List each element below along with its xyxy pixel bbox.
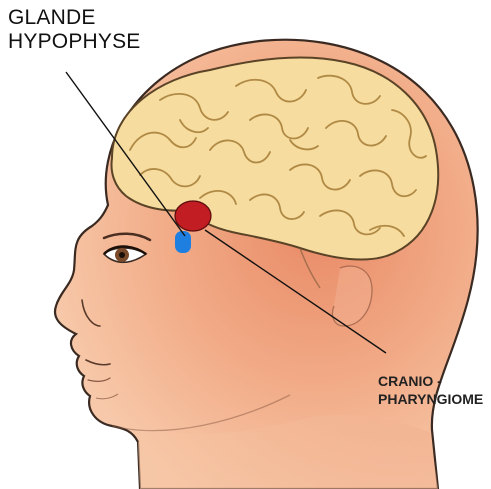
pituitary-gland [175,201,211,231]
pituitary-label-line-2: HYPOPHYSE [8,30,141,54]
pituitary-label: GLANDE HYPOPHYSE [8,6,141,54]
craniopharyngioma-label: CRANIO - PHARYNGIOME [378,372,483,408]
craniopharyngioma-label-line-2: PHARYNGIOME [378,390,483,408]
pituitary-label-line-1: GLANDE [8,6,141,30]
craniopharyngioma-label-line-1: CRANIO - [378,372,483,390]
